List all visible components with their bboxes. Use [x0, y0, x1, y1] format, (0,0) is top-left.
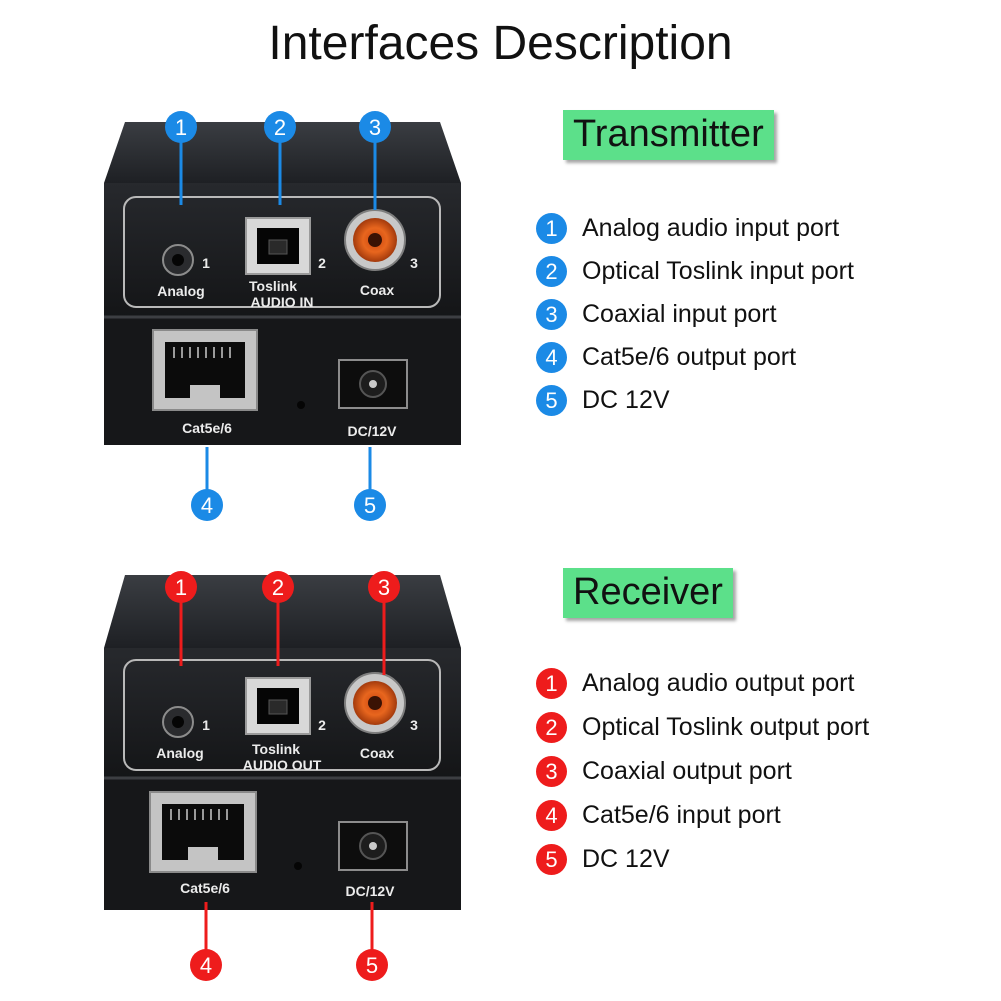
svg-text:1: 1	[175, 575, 187, 600]
receiver-callout-2: 2	[262, 571, 294, 603]
svg-text:5: 5	[366, 953, 378, 978]
legend-text: DC 12V	[582, 844, 670, 873]
number-badge: 1	[536, 667, 567, 699]
legend-item: 5 DC 12V	[536, 379, 854, 422]
transmitter-coax-rca-icon	[344, 209, 406, 271]
legend-item: 2 Optical Toslink input port	[536, 250, 854, 293]
svg-text:4: 4	[201, 493, 213, 518]
number-badge: 3	[536, 299, 567, 330]
legend-item: 1 Analog audio input port	[536, 207, 854, 250]
receiver-audio-panel-label: AUDIO OUT	[243, 757, 322, 773]
legend-item: 4 Cat5e/6 input port	[536, 793, 869, 837]
legend-text: DC 12V	[582, 386, 670, 414]
number-badge: 5	[536, 843, 567, 875]
legend-text: Coaxial output port	[582, 756, 792, 785]
number-badge: 2	[536, 711, 567, 743]
svg-text:3: 3	[369, 115, 381, 140]
receiver-toslink-port-icon	[245, 677, 311, 735]
transmitter-toslink-num: 2	[318, 255, 326, 271]
receiver-toslink-num: 2	[318, 717, 326, 733]
receiver-dc-jack-icon	[338, 821, 408, 871]
legend-text: Analog audio input port	[582, 214, 840, 242]
transmitter-label: Transmitter	[563, 110, 774, 160]
number-badge: 3	[536, 755, 567, 787]
receiver-callout-markers: 1 2 3 4 5	[165, 571, 400, 981]
number-badge: 5	[536, 385, 567, 416]
transmitter-coax-label: Coax	[360, 282, 394, 298]
transmitter-audio-panel-label: AUDIO IN	[251, 294, 314, 310]
receiver-device: Analog 1 Toslink 2 AUDIO OUT Coax 3	[104, 575, 461, 910]
number-badge: 4	[536, 342, 567, 373]
transmitter-analog-label: Analog	[157, 283, 204, 299]
receiver-callout-5: 5	[356, 949, 388, 981]
transmitter-audio-panel-frame	[123, 196, 441, 308]
transmitter-coax-num: 3	[410, 255, 418, 271]
legend-text: Analog audio output port	[582, 668, 855, 697]
page-title: Interfaces Description	[268, 17, 733, 70]
svg-text:4: 4	[200, 953, 212, 978]
transmitter-toslink-port-icon	[245, 217, 311, 275]
transmitter-callout-4: 4	[191, 489, 223, 521]
receiver-analog-jack-icon	[162, 706, 194, 738]
transmitter-dc-label: DC/12V	[347, 423, 397, 439]
transmitter-callout-3: 3	[359, 111, 391, 143]
receiver-coax-rca-icon	[344, 672, 406, 734]
legend-text: Optical Toslink input port	[582, 257, 854, 285]
receiver-toslink-label: Toslink	[252, 741, 300, 757]
receiver-dc-label: DC/12V	[345, 883, 395, 899]
number-badge: 4	[536, 799, 567, 831]
legend-item: 4 Cat5e/6 output port	[536, 336, 854, 379]
receiver-coax-num: 3	[410, 717, 418, 733]
legend-item: 5 DC 12V	[536, 837, 869, 881]
legend-text: Cat5e/6 output port	[582, 343, 797, 371]
receiver-coax-label: Coax	[360, 745, 394, 761]
receiver-analog-num: 1	[202, 717, 210, 733]
receiver-callout-lines	[179, 600, 386, 950]
svg-text:1: 1	[175, 115, 187, 140]
transmitter-analog-jack-icon	[162, 244, 194, 276]
receiver-legend: 1 Analog audio output port 2 Optical Tosli…	[536, 661, 869, 881]
transmitter-device: Analog 1 Toslink 2 AUDIO IN Coax 3	[104, 122, 461, 445]
legend-item: 2 Optical Toslink output port	[536, 705, 869, 749]
transmitter-analog-num: 1	[202, 255, 210, 271]
transmitter-cat-label: Cat5e/6	[182, 420, 232, 436]
svg-text:2: 2	[272, 575, 284, 600]
legend-text: Optical Toslink output port	[582, 712, 870, 741]
legend-item: 3 Coaxial input port	[536, 293, 854, 336]
transmitter-callout-lines	[179, 140, 377, 490]
svg-text:2: 2	[274, 115, 286, 140]
transmitter-dc-jack-icon	[338, 359, 408, 409]
receiver-callout-1: 1	[165, 571, 197, 603]
receiver-label: Receiver	[563, 568, 733, 618]
svg-text:5: 5	[364, 493, 376, 518]
svg-text:3: 3	[378, 575, 390, 600]
receiver-audio-panel-frame	[123, 659, 441, 771]
transmitter-toslink-label: Toslink	[249, 278, 297, 294]
transmitter-callout-2: 2	[264, 111, 296, 143]
transmitter-led-icon	[297, 401, 305, 409]
number-badge: 1	[536, 213, 567, 244]
legend-text: Coaxial input port	[582, 300, 777, 328]
receiver-cat-label: Cat5e/6	[180, 880, 230, 896]
receiver-analog-label: Analog	[156, 745, 203, 761]
legend-item: 1 Analog audio output port	[536, 661, 869, 705]
receiver-callout-4: 4	[190, 949, 222, 981]
transmitter-callout-5: 5	[354, 489, 386, 521]
legend-item: 3 Coaxial output port	[536, 749, 869, 793]
transmitter-rj45-port-icon	[152, 329, 258, 411]
transmitter-legend: 1 Analog audio input port 2 Optical Toslin…	[536, 207, 854, 422]
legend-text: Cat5e/6 input port	[582, 800, 781, 829]
transmitter-callout-1: 1	[165, 111, 197, 143]
transmitter-callout-markers: 1 2 3 4 5	[165, 111, 391, 521]
receiver-rj45-port-icon	[149, 791, 257, 873]
receiver-led-icon	[294, 862, 302, 870]
number-badge: 2	[536, 256, 567, 287]
receiver-callout-3: 3	[368, 571, 400, 603]
